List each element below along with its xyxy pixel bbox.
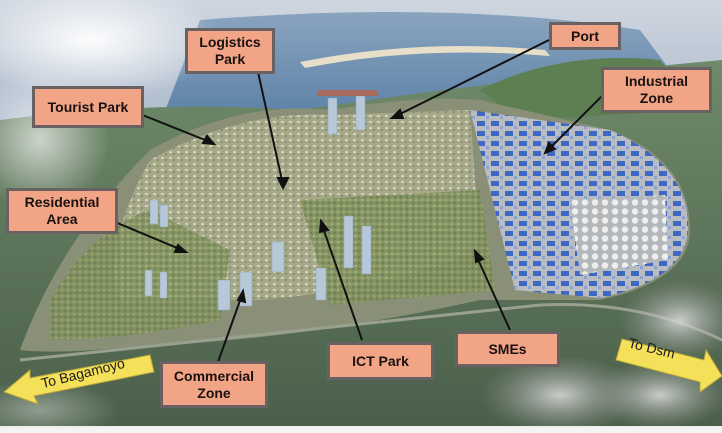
label-text: Industrial <box>624 73 688 89</box>
label-text: SMEs <box>488 340 527 357</box>
label-text: Residential <box>24 194 100 210</box>
label-text: Zone <box>639 90 674 106</box>
label-text: Port <box>571 27 599 44</box>
label-text: Commercial <box>173 367 255 384</box>
label-text: Park <box>214 51 246 67</box>
leader-lines <box>114 39 604 363</box>
label-text: Logistics <box>199 34 261 50</box>
to-bagamoyo-arrow <box>3 354 155 405</box>
label-port: Port <box>549 22 621 50</box>
label-ict-park: ICT Park <box>327 342 434 380</box>
label-text: Tourist Park <box>47 98 129 115</box>
label-text: Zone <box>197 384 231 401</box>
label-tourist-park: Tourist Park <box>32 86 144 128</box>
label-text: ICT Park <box>352 352 409 369</box>
label-text: Area <box>46 211 78 227</box>
label-smes: SMEs <box>455 331 560 367</box>
to-dsm-arrow <box>615 338 722 393</box>
